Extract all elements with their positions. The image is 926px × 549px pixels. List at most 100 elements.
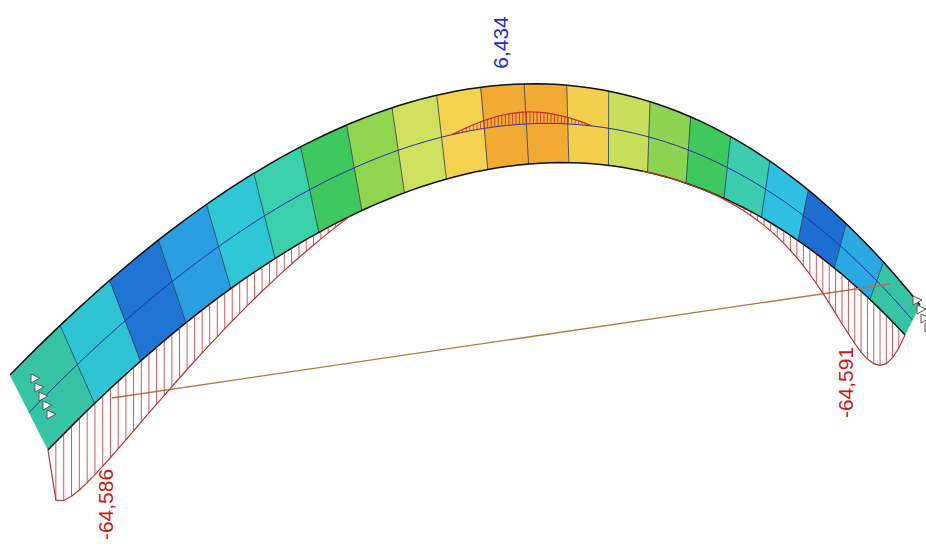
moment-hatch — [171, 334, 172, 386]
moment-hatch — [861, 291, 862, 352]
tie-rod — [112, 284, 890, 398]
moment-hatch — [530, 112, 531, 124]
moment-hatch — [790, 235, 791, 250]
moment-hatch — [848, 280, 849, 334]
moment-hatch — [239, 282, 240, 313]
support-symbol — [43, 401, 52, 410]
moment-hatch — [254, 272, 255, 299]
contour-band — [481, 84, 529, 170]
result-value: -64,586 — [95, 468, 116, 539]
moment-hatch — [540, 112, 541, 123]
arch-axis — [29, 123, 913, 412]
moment-hatch — [87, 411, 88, 483]
moment-hatch — [125, 374, 126, 440]
moment-hatch — [94, 403, 95, 474]
moment-hatch — [480, 122, 481, 129]
moment-hatch — [262, 267, 263, 291]
moment-hatch — [816, 254, 817, 284]
moment-hatch — [505, 115, 506, 126]
moment-hatch — [313, 235, 314, 245]
moment-hatch — [156, 347, 157, 404]
moment-hatch — [55, 442, 56, 500]
moment-hatch — [276, 257, 277, 277]
moment-hatch — [209, 304, 210, 344]
moment-hatch — [291, 248, 292, 264]
moment-hatch — [519, 112, 520, 124]
moment-hatch — [298, 244, 299, 258]
moment-hatch — [494, 117, 495, 127]
result-value: 6,434 — [490, 16, 511, 69]
support-symbol — [921, 314, 926, 323]
moment-hatch — [148, 354, 149, 413]
support-symbol — [35, 383, 44, 392]
moment-hatch — [141, 360, 142, 421]
moment-hatch — [880, 309, 881, 365]
contour-band — [724, 137, 770, 218]
moment-hatch — [118, 381, 119, 448]
moment-hatch — [557, 115, 558, 123]
moment-hatch — [571, 119, 572, 124]
moment-hatch — [822, 259, 823, 293]
support-symbol — [47, 410, 56, 419]
moment-hatch — [886, 315, 887, 363]
moment-hatch — [484, 121, 485, 129]
moment-hatch — [803, 244, 804, 266]
moment-hatch — [164, 341, 165, 396]
moment-hatch — [898, 328, 899, 348]
support-symbol — [913, 296, 922, 305]
moment-hatch — [320, 231, 321, 239]
moment-hatch — [835, 269, 836, 313]
moment-hatch — [873, 303, 874, 364]
moment-hatch — [543, 113, 544, 124]
moment-curve — [642, 171, 905, 365]
moment-hatch — [809, 249, 810, 274]
moment-hatch — [854, 285, 855, 343]
moment-hatch — [79, 418, 80, 490]
support-symbol — [925, 323, 926, 332]
moment-hatch — [63, 434, 64, 501]
moment-hatch — [554, 114, 555, 123]
moment-hatch — [476, 123, 477, 129]
moment-hatch — [501, 115, 502, 126]
moment-hatch — [187, 322, 188, 370]
moment-hatch — [550, 114, 551, 124]
moment-hatch — [533, 112, 534, 124]
moment-hatch — [71, 426, 72, 496]
moment-curve — [452, 112, 592, 135]
moment-hatch — [568, 118, 569, 124]
moment-hatch — [487, 119, 488, 127]
moment-hatch — [194, 316, 195, 361]
moment-hatch — [217, 299, 218, 337]
contour-band — [608, 91, 650, 172]
arch-outline — [10, 84, 920, 375]
moment-hatch — [770, 223, 771, 231]
moment-hatch — [232, 288, 233, 321]
moment-hatch — [796, 240, 797, 258]
moment-hatch — [110, 388, 111, 457]
moment-hatch — [829, 264, 830, 303]
moment-hatch — [102, 396, 103, 466]
moment-hatch — [284, 253, 285, 271]
moment-curve — [48, 216, 350, 500]
support-symbol — [917, 305, 926, 314]
moment-hatch — [515, 113, 516, 125]
contour-band — [437, 87, 488, 179]
moment-hatch — [892, 322, 893, 358]
arch-outline — [48, 163, 905, 450]
moment-hatch — [537, 112, 538, 123]
support-symbol — [39, 392, 48, 401]
moment-hatch — [491, 118, 492, 127]
support-symbol — [31, 374, 40, 383]
moment-hatch — [306, 240, 307, 252]
moment-hatch — [777, 227, 778, 237]
moment-hatch — [224, 293, 225, 329]
moment-hatch — [564, 117, 565, 124]
moment-hatch — [202, 310, 203, 353]
moment-hatch — [526, 112, 527, 124]
moment-hatch — [179, 328, 180, 378]
moment-hatch — [547, 113, 548, 123]
moment-hatch — [561, 116, 562, 124]
moment-hatch — [842, 274, 843, 323]
moment-hatch — [498, 116, 499, 126]
